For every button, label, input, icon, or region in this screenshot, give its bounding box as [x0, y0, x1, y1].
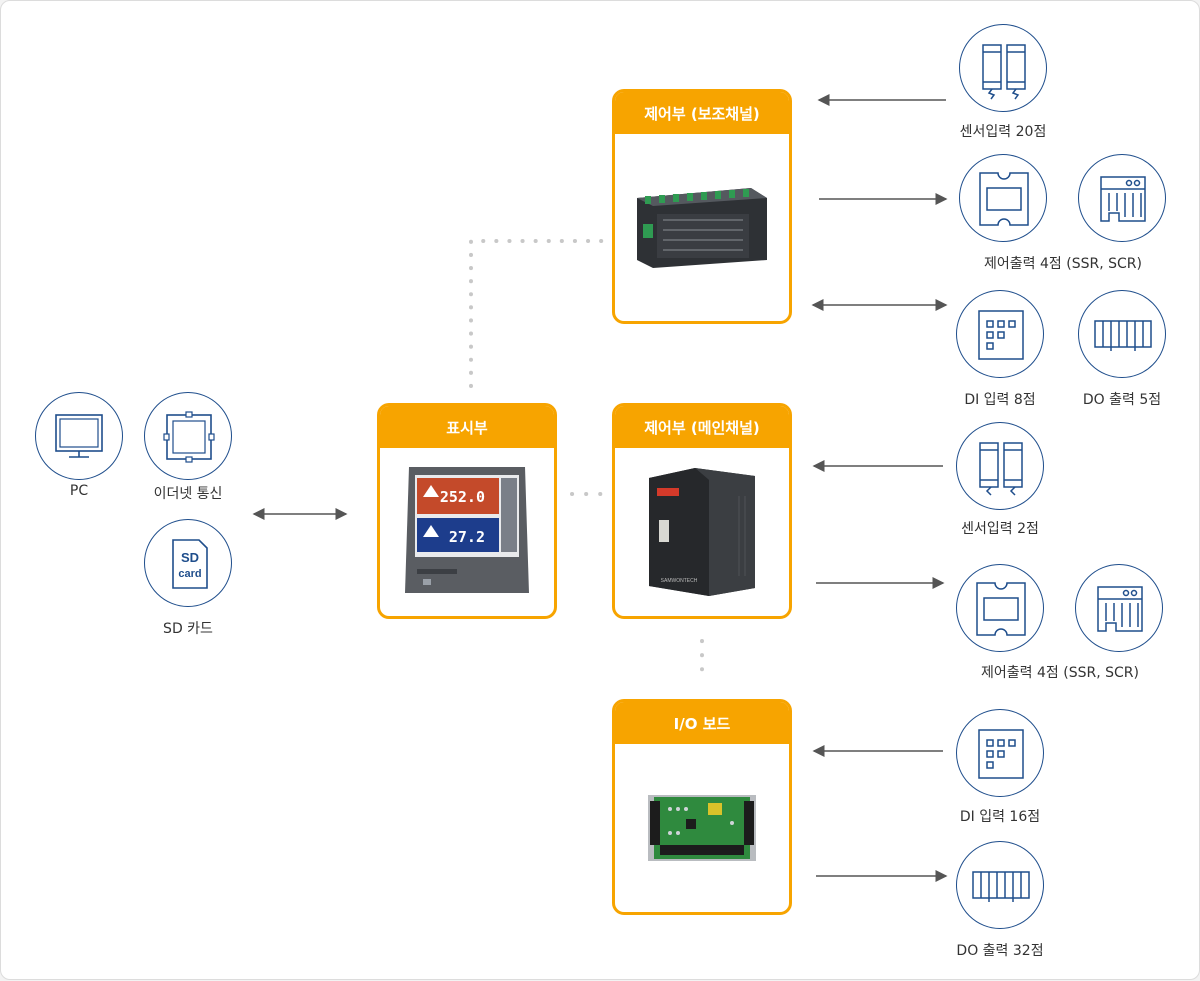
pc-label: PC — [69, 483, 89, 499]
io-board-box: I/O 보드 — [612, 699, 792, 915]
dotted-link-display-sub — [469, 239, 608, 388]
do-icon — [956, 841, 1044, 929]
do-5-label: DO 출력 5점 — [1082, 392, 1162, 408]
sensor-icon — [959, 24, 1047, 112]
sub-channel-box: 제어부 (보조채널) — [612, 89, 792, 324]
sd-card-icon: SD card — [144, 519, 232, 607]
sub-channel-title: 제어부 (보조채널) — [615, 92, 789, 134]
sd-label: SD 카드 — [163, 621, 213, 637]
monitor-icon — [35, 392, 123, 480]
sd-icon-text-top: SD — [181, 550, 199, 565]
main-channel-title: 제어부 (메인채널) — [615, 406, 789, 448]
do-icon — [1078, 290, 1166, 378]
sd-icon-text-bottom: card — [178, 568, 201, 580]
display-unit-image: 252.0 27.2 — [380, 448, 554, 616]
main-channel-box: 제어부 (메인채널) SAMWONTECH — [612, 403, 792, 619]
sensor-20-label: 센서입력 20점 — [959, 124, 1047, 140]
sensor-icon — [956, 422, 1044, 510]
control-out-main-label: 제어출력 4점 (SSR, SCR) — [981, 665, 1139, 681]
di-8-label: DI 입력 8점 — [964, 392, 1036, 408]
sub-channel-image — [615, 134, 789, 321]
ethernet-label: 이더넷 통신 — [153, 486, 223, 502]
do-32-label: DO 출력 32점 — [956, 943, 1044, 959]
di-icon — [956, 709, 1044, 797]
main-channel-image: SAMWONTECH — [615, 448, 789, 616]
display-value-1: 252.0 — [440, 488, 485, 506]
sensor-2-label: 센서입력 2점 — [961, 521, 1039, 537]
display-unit-box: 표시부 252.0 27.2 — [377, 403, 557, 619]
scr-icon — [1075, 564, 1163, 652]
ssr-icon — [956, 564, 1044, 652]
display-value-2: 27.2 — [449, 528, 485, 546]
io-board-title: I/O 보드 — [615, 702, 789, 744]
scr-icon — [1078, 154, 1166, 242]
ethernet-icon — [144, 392, 232, 480]
ssr-icon — [959, 154, 1047, 242]
display-unit-title: 표시부 — [380, 406, 554, 448]
io-board-image — [615, 744, 789, 912]
svg-text:SAMWONTECH: SAMWONTECH — [661, 578, 698, 584]
control-out-sub-label: 제어출력 4점 (SSR, SCR) — [984, 256, 1142, 272]
di-icon — [956, 290, 1044, 378]
di-16-label: DI 입력 16점 — [959, 809, 1041, 825]
